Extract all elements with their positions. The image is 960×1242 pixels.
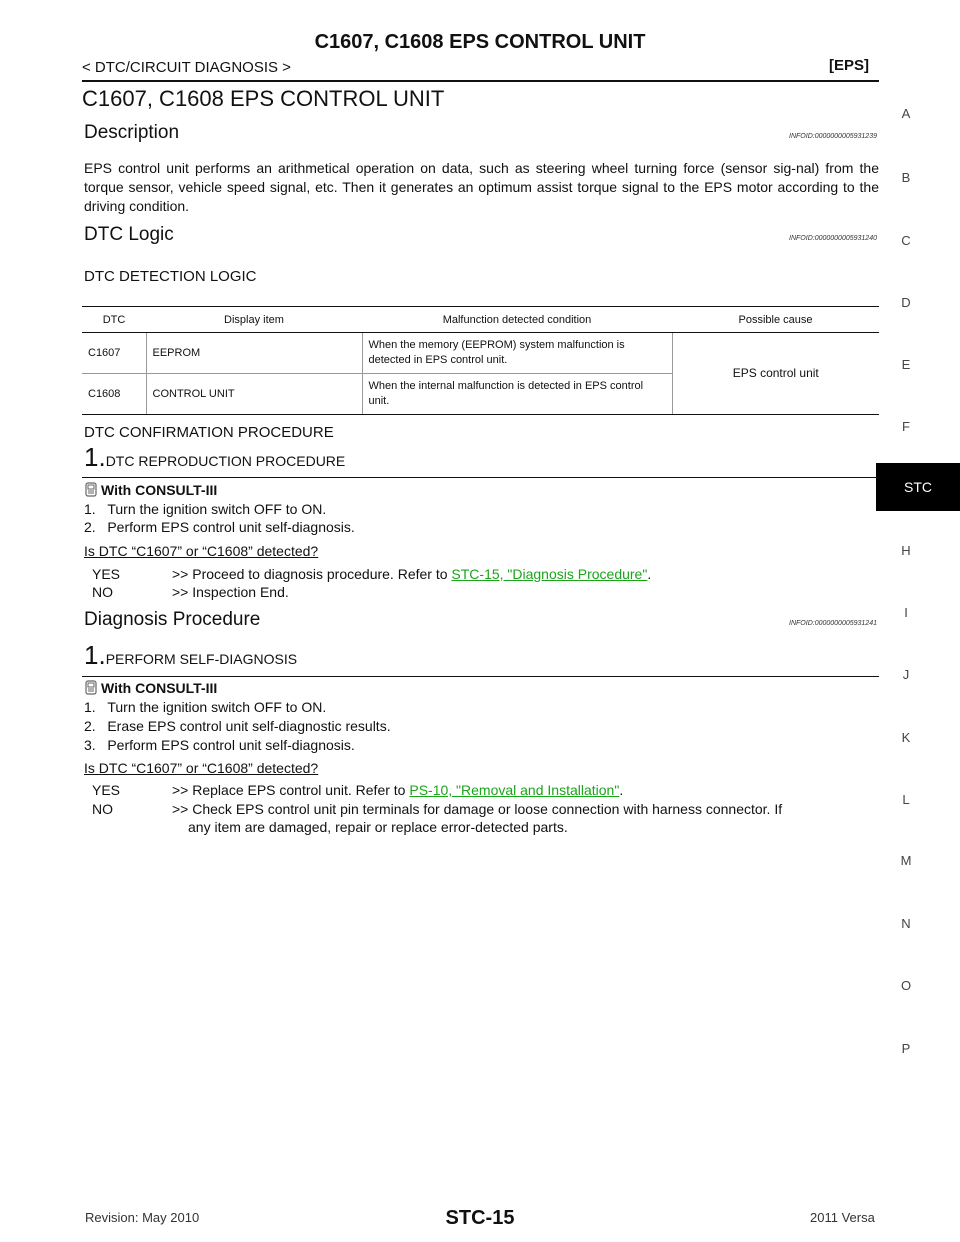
dtc-detection-table: DTC Display item Malfunction detected co… xyxy=(82,306,879,415)
col-header-display-item: Display item xyxy=(146,306,362,333)
detection-logic-heading: DTC DETECTION LOGIC xyxy=(84,268,257,285)
index-letter-o[interactable]: O xyxy=(900,978,912,993)
description-heading: Description xyxy=(84,122,180,143)
cell-dtc: C1607 xyxy=(82,332,146,374)
answer-yes: YES >> Proceed to diagnosis procedure. Re… xyxy=(92,566,652,582)
diagnosis-heading: Diagnosis Procedure xyxy=(84,609,261,630)
removal-installation-link[interactable]: PS-10, "Removal and Installation" xyxy=(409,782,620,798)
consult-mode-text: With CONSULT-III xyxy=(101,482,218,498)
step-heading: 1.DTC REPRODUCTION PROCEDURE xyxy=(84,442,345,473)
header-rule xyxy=(82,80,879,82)
list-item: 2. Erase EPS control unit self-diagnosti… xyxy=(84,718,391,734)
consult-mode-label: With CONSULT-III xyxy=(84,680,217,696)
check-question: Is DTC “C1607” or “C1608” detected? xyxy=(84,760,319,776)
answer-no-continued: any item are damaged, repair or replace … xyxy=(188,819,568,835)
table-row: C1607 EEPROM When the memory (EEPROM) sy… xyxy=(82,332,879,415)
step-number: 1. xyxy=(84,442,106,472)
dtc-logic-heading: DTC Logic xyxy=(84,224,174,245)
cell-display-item: EEPROM xyxy=(145,332,362,374)
answer-no: NO >> Check EPS control unit pin terminal… xyxy=(92,800,879,818)
answer-key: NO xyxy=(92,584,113,600)
description-infoid: INFOID:0000000005931239 xyxy=(789,133,877,140)
page-title: C1607, C1608 EPS CONTROL UNIT xyxy=(82,86,445,111)
answer-key: NO xyxy=(92,801,113,817)
step-title: DTC REPRODUCTION PROCEDURE xyxy=(105,453,346,469)
table-header-row: DTC Display item Malfunction detected co… xyxy=(82,306,879,333)
list-item: 2. Perform EPS control unit self-diagnos… xyxy=(84,519,355,535)
answer-key: YES xyxy=(92,782,121,798)
index-letter-e[interactable]: E xyxy=(901,357,911,372)
diagnosis-procedure-link[interactable]: STC-15, "Diagnosis Procedure" xyxy=(451,566,648,582)
index-letter-c[interactable]: C xyxy=(901,233,911,248)
step-number: 1. xyxy=(84,640,106,670)
answer-text: >> Check EPS control unit pin terminals … xyxy=(172,801,783,817)
breadcrumb: < DTC/CIRCUIT DIAGNOSIS > xyxy=(82,59,291,76)
index-letter-j[interactable]: J xyxy=(902,667,910,682)
index-letter-p[interactable]: P xyxy=(901,1041,911,1056)
col-header-dtc: DTC xyxy=(82,306,146,333)
consult-tool-icon xyxy=(85,482,97,497)
consult-mode-text: With CONSULT-III xyxy=(101,680,218,696)
col-header-possible-cause: Possible cause xyxy=(672,306,879,333)
cell-dtc: C1608 xyxy=(82,373,146,415)
answer-text: >> Replace EPS control unit. Refer to xyxy=(172,782,410,798)
step-rule xyxy=(82,477,879,478)
section-index-sidebar: A B C D E F STC H I J K L M N O P xyxy=(876,0,960,1242)
check-question: Is DTC “C1607” or “C1608” detected? xyxy=(84,543,319,559)
index-letter-f[interactable]: F xyxy=(902,419,910,434)
cell-condition: When the internal malfunction is detecte… xyxy=(361,373,672,415)
consult-tool-icon xyxy=(85,680,97,695)
table-row: C1608 CONTROL UNIT When the internal mal… xyxy=(82,373,879,415)
index-letter-b[interactable]: B xyxy=(901,170,911,185)
page-header-title: C1607, C1608 EPS CONTROL UNIT xyxy=(314,31,646,53)
step-heading: 1.PERFORM SELF-DIAGNOSIS xyxy=(84,640,297,671)
list-item: 1. Turn the ignition switch OFF to ON. xyxy=(84,699,327,715)
page-number: STC-15 xyxy=(445,1207,515,1229)
model-label: 2011 Versa xyxy=(810,1210,875,1225)
index-tab-stc-active[interactable]: STC xyxy=(876,463,960,511)
answer-no: NO >> Inspection End. xyxy=(92,583,289,601)
cell-condition: When the memory (EEPROM) system malfunct… xyxy=(361,332,672,374)
consult-mode-label: With CONSULT-III xyxy=(84,482,217,498)
index-letter-l[interactable]: L xyxy=(902,792,910,807)
answer-text: >> Proceed to diagnosis procedure. Refer… xyxy=(172,566,452,582)
dtc-logic-infoid: INFOID:0000000005931240 xyxy=(789,235,877,242)
step-title: PERFORM SELF-DIAGNOSIS xyxy=(105,651,298,667)
index-letter-h[interactable]: H xyxy=(901,543,911,558)
answer-key: YES xyxy=(92,566,121,582)
description-text: EPS control unit performs an arithmetica… xyxy=(84,160,879,214)
cell-display-item: CONTROL UNIT xyxy=(145,373,362,415)
index-letter-k[interactable]: K xyxy=(901,730,911,745)
index-letter-a[interactable]: A xyxy=(901,106,911,121)
list-item: 3. Perform EPS control unit self-diagnos… xyxy=(84,737,355,753)
index-letter-i[interactable]: I xyxy=(904,605,908,620)
step-rule xyxy=(82,676,879,677)
list-item: 1. Turn the ignition switch OFF to ON. xyxy=(84,501,327,517)
diagnosis-infoid: INFOID:0000000005931241 xyxy=(789,620,877,627)
cell-possible-cause: EPS control unit xyxy=(671,332,879,415)
answer-yes: YES >> Replace EPS control unit. Refer to… xyxy=(92,782,624,798)
index-letter-n[interactable]: N xyxy=(901,916,911,931)
section-tag: [EPS] xyxy=(829,57,870,74)
index-letter-m[interactable]: M xyxy=(900,853,912,868)
answer-text: >> Inspection End. xyxy=(172,584,289,600)
confirmation-heading: DTC CONFIRMATION PROCEDURE xyxy=(84,424,334,441)
revision-label: Revision: May 2010 xyxy=(85,1210,200,1225)
col-header-condition: Malfunction detected condition xyxy=(362,306,672,333)
index-letter-d[interactable]: D xyxy=(901,295,911,310)
